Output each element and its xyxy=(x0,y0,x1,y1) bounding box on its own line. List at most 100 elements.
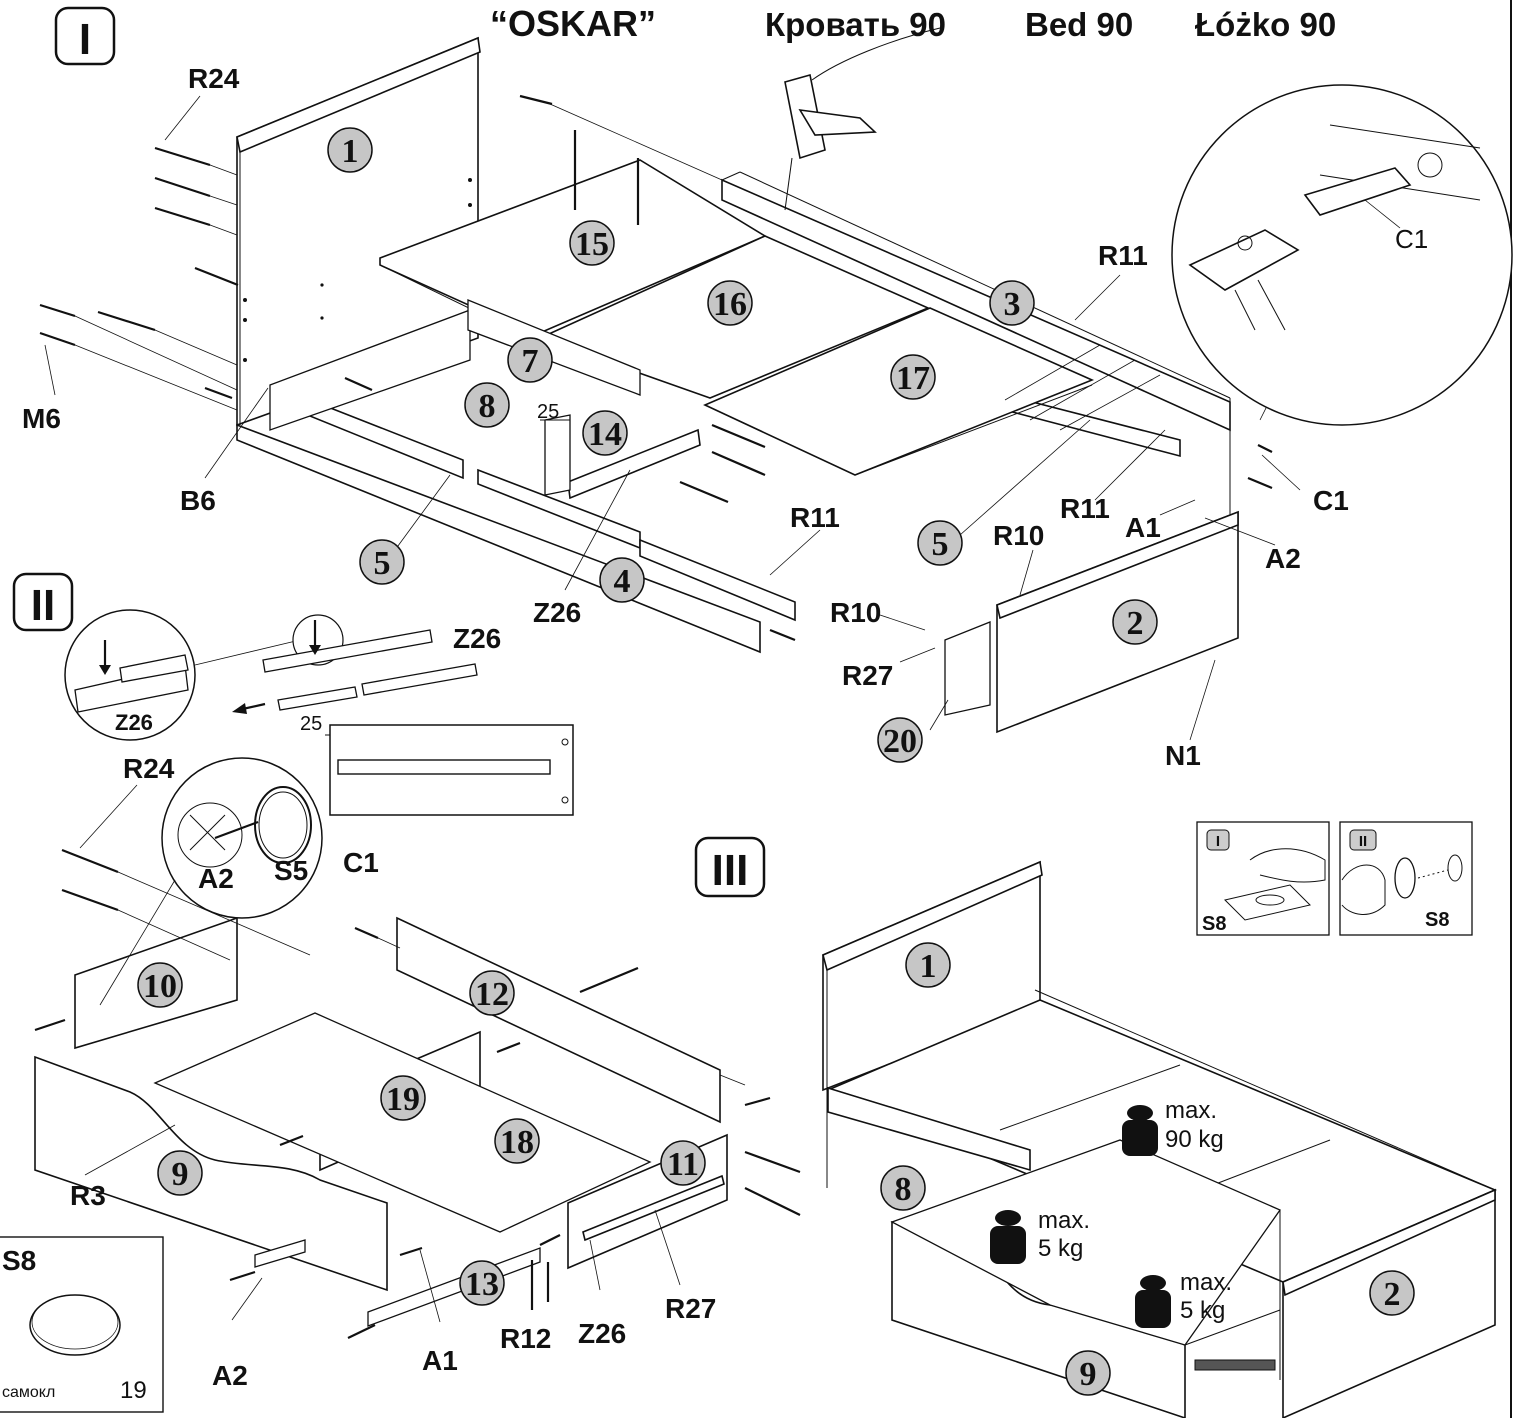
label-R27-drawer: R27 xyxy=(665,1293,716,1324)
label-Z26-top: Z26 xyxy=(533,597,581,628)
drawer-slide-z26 xyxy=(582,1174,725,1242)
label-A1-top: A1 xyxy=(1125,512,1161,543)
step-badge-2: II xyxy=(12,572,74,632)
svg-text:9: 9 xyxy=(172,1156,189,1193)
svg-text:8: 8 xyxy=(895,1171,912,1208)
drawer-front-9 xyxy=(34,1055,388,1292)
part-badge-20: 20 xyxy=(877,717,923,763)
title-en: Bed 90 xyxy=(1025,6,1133,43)
weight-icon-bed xyxy=(1122,1105,1158,1156)
label-Z26-drawer: Z26 xyxy=(578,1318,626,1349)
part-badge-1-final: 1 xyxy=(905,942,951,988)
label-R11-right: R11 xyxy=(1060,493,1110,524)
headboard-holes xyxy=(243,178,472,362)
slide-rail-upper xyxy=(262,629,433,673)
footboard-top-edge xyxy=(996,510,1239,620)
dimension-25-step2: 25 xyxy=(300,713,322,735)
step-1-label: I xyxy=(79,15,91,64)
svg-text:18: 18 xyxy=(500,1124,534,1161)
part-badge-7: 7 xyxy=(507,337,553,383)
label-R11-top: R11 xyxy=(1098,240,1148,271)
label-R10-a: R10 xyxy=(993,520,1044,551)
bed-max-value: 90 kg xyxy=(1165,1126,1224,1153)
label-R12: R12 xyxy=(500,1323,551,1354)
label-S5: S5 xyxy=(274,855,308,886)
svg-text:2: 2 xyxy=(1384,1276,1401,1313)
part-badge-19: 19 xyxy=(380,1075,426,1121)
panel-8-divider xyxy=(269,309,471,431)
label-M6: M6 xyxy=(22,403,61,434)
s8-quantity: 19 xyxy=(120,1377,147,1404)
slide-rail-inner xyxy=(277,686,358,711)
part-badge-5-left: 5 xyxy=(359,539,405,585)
svg-text:9: 9 xyxy=(1080,1356,1097,1393)
svg-text:19: 19 xyxy=(386,1081,420,1118)
dimension-25-top: 25 xyxy=(537,401,559,423)
s8-note: самокл xyxy=(2,1384,55,1401)
label-S8-step2: S8 xyxy=(1425,909,1449,931)
svg-text:1: 1 xyxy=(920,948,937,985)
runner-13 xyxy=(367,1247,541,1327)
label-R11-mid: R11 xyxy=(790,502,840,533)
label-R3: R3 xyxy=(70,1180,106,1211)
headboard-top-rail xyxy=(236,36,481,154)
part-badge-15: 15 xyxy=(569,220,615,266)
drawer-exploded-view: A2 S5 10 12 19 18 11 9 13 R24 C1 R3 A2 A… xyxy=(34,753,801,1391)
label-Z26-step2: Z26 xyxy=(453,623,501,654)
slat-4-rail xyxy=(639,538,796,622)
svg-text:13: 13 xyxy=(465,1266,499,1303)
page-title: “OSKAR” Кровать 90 Bed 90 Łóżko 90 xyxy=(490,3,1336,44)
slide-rail-outer xyxy=(361,663,478,696)
sticker-step-1-label: I xyxy=(1216,833,1220,850)
s8-legend-box: S8 самокл 19 xyxy=(0,1236,164,1413)
runner-left xyxy=(254,1239,306,1268)
press-arrow-icon xyxy=(309,645,321,655)
label-S8-legend: S8 xyxy=(2,1245,36,1276)
part-badge-14: 14 xyxy=(582,410,628,456)
svg-text:7: 7 xyxy=(522,343,539,380)
part-badge-1-top: 1 xyxy=(327,127,373,173)
part-badge-8-final: 8 xyxy=(880,1165,926,1211)
panel-20 xyxy=(944,621,991,716)
svg-text:5: 5 xyxy=(932,526,949,563)
part-badge-4: 4 xyxy=(599,557,645,603)
label-Z26-zoom: Z26 xyxy=(115,710,153,735)
label-C1-drawer: C1 xyxy=(343,847,379,878)
svg-text:14: 14 xyxy=(588,416,622,453)
final-drawer-box xyxy=(890,1139,1281,1346)
power-drill-icon xyxy=(784,27,941,211)
label-A2-top: A2 xyxy=(1265,543,1301,574)
svg-text:8: 8 xyxy=(479,388,496,425)
label-A2-bottom: A2 xyxy=(212,1360,248,1391)
hammer-icon xyxy=(1188,229,1300,291)
step-1-guide-lines xyxy=(74,103,1161,431)
label-R24-drawer: R24 xyxy=(123,753,175,784)
part-badge-13: 13 xyxy=(459,1260,505,1306)
drawer-right-max-value: 5 kg xyxy=(1180,1297,1225,1324)
label-C1-top: C1 xyxy=(1313,485,1349,516)
drawer-left-max-label: max. xyxy=(1038,1207,1090,1234)
part-badge-10: 10 xyxy=(137,962,183,1008)
drawer-left-max-value: 5 kg xyxy=(1038,1235,1083,1262)
step-1-screws xyxy=(39,94,1273,642)
dowel-C1-icon xyxy=(1303,167,1412,216)
final-headboard-top xyxy=(822,860,1043,972)
divider-7 xyxy=(467,299,641,396)
part-badge-2-final: 2 xyxy=(1369,1270,1415,1316)
final-drawer-slide xyxy=(1194,1359,1276,1371)
part-badge-9-drawer: 9 xyxy=(157,1150,203,1196)
label-R27-top: R27 xyxy=(842,660,893,691)
drawer-side-12 xyxy=(396,916,721,1124)
step-1-exploded-view: 25 1 15 16 3 7 17 8 14 5 4 5 2 20 R24 M6… xyxy=(22,27,1513,771)
label-A1-bottom: A1 xyxy=(422,1345,458,1376)
zoom-dowel-hammer: C1 xyxy=(1171,84,1513,426)
label-S8-step1: S8 xyxy=(1202,913,1226,935)
svg-text:2: 2 xyxy=(1127,605,1144,642)
drawer-slide-step1 xyxy=(567,428,701,500)
drawer-bottom-18 xyxy=(153,1012,652,1233)
svg-text:3: 3 xyxy=(1004,286,1021,323)
drawer-screws xyxy=(34,848,801,1339)
step-3-final-assembly: III max. 90 kg max. xyxy=(694,836,1498,1420)
